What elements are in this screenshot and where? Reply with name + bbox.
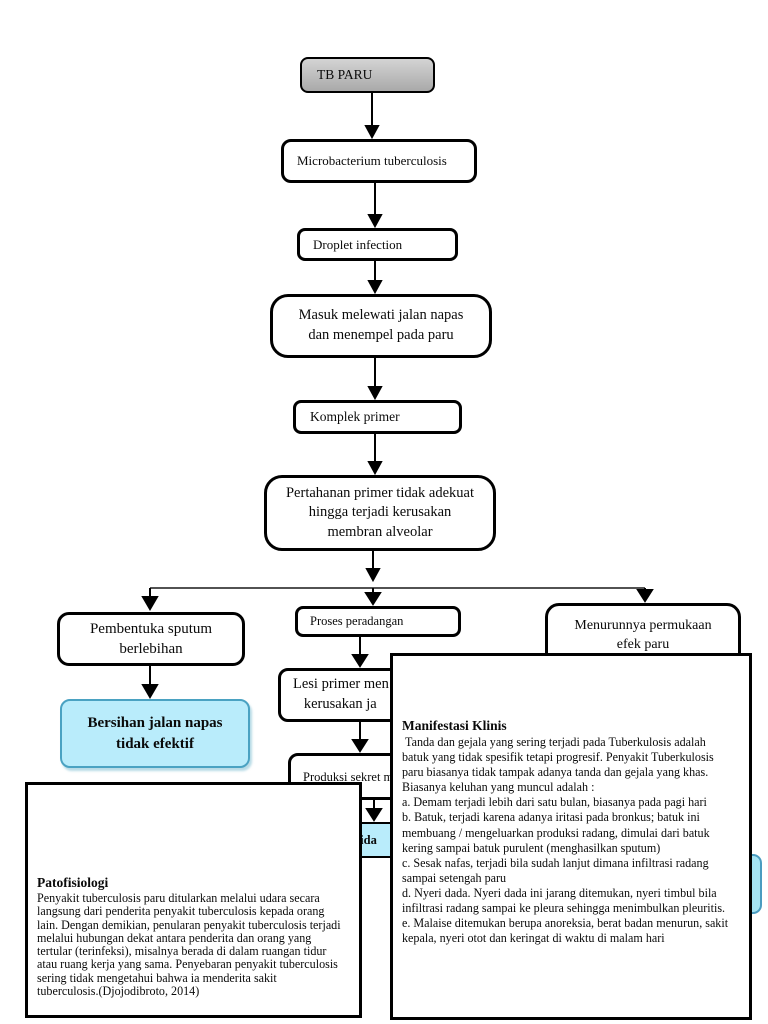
node-bersihan-jalan-napas: Bersihan jalan napas tidak efektif — [60, 699, 250, 768]
node-droplet-infection: Droplet infection — [297, 228, 458, 261]
node-komplek-primer: Komplek primer — [293, 400, 462, 434]
node-produksi-sekret-label: Produksi sekret m — [303, 770, 394, 784]
node-masuk-jalan-napas-label: Masuk melewati jalan napas dan menempel … — [298, 307, 464, 343]
manifestasi-klinis-title: Manifestasi Klinis — [402, 718, 507, 733]
node-masuk-jalan-napas: Masuk melewati jalan napas dan menempel … — [270, 294, 492, 358]
node-microbacterium: Microbacterium tuberculosis — [281, 139, 477, 183]
manifestasi-klinis-body: Tanda dan gejala yang sering terjadi pad… — [402, 735, 729, 946]
manifestasi-klinis-box: Manifestasi Klinis Tanda dan gejala yang… — [390, 653, 752, 1020]
node-lesi-primer-label: Lesi primer men kerusakan ja — [293, 676, 389, 712]
node-proses-peradangan: Proses peradangan — [295, 606, 461, 637]
node-proses-peradangan-label: Proses peradangan — [310, 614, 404, 629]
node-pertahanan-primer-label: Pertahanan primer tidak adekuat hingga t… — [285, 484, 475, 540]
patofisiologi-title: Patofisiologi — [37, 875, 109, 890]
node-bersihan-jalan-napas-label: Bersihan jalan napas tidak efektif — [87, 715, 223, 752]
node-pembentuka-sputum: Pembentuka sputum berlebihan — [57, 612, 245, 666]
node-komplek-primer-label: Komplek primer — [310, 408, 400, 424]
node-pertahanan-primer: Pertahanan primer tidak adekuat hingga t… — [264, 475, 496, 551]
node-tb-paru-label: TB PARU — [317, 66, 373, 82]
patofisiologi-body: Penyakit tuberculosis paru ditularkan me… — [37, 891, 341, 999]
node-tb-paru: TB PARU — [300, 57, 435, 93]
node-menurunnya-permukaan-label: Menurunnya permukaan efek paru — [574, 618, 712, 652]
patofisiologi-box: Patofisiologi Penyakit tuberculosis paru… — [25, 782, 362, 1018]
node-microbacterium-label: Microbacterium tuberculosis — [297, 153, 447, 169]
node-pembentuka-sputum-label: Pembentuka sputum berlebihan — [89, 620, 213, 657]
node-droplet-infection-label: Droplet infection — [313, 236, 403, 252]
